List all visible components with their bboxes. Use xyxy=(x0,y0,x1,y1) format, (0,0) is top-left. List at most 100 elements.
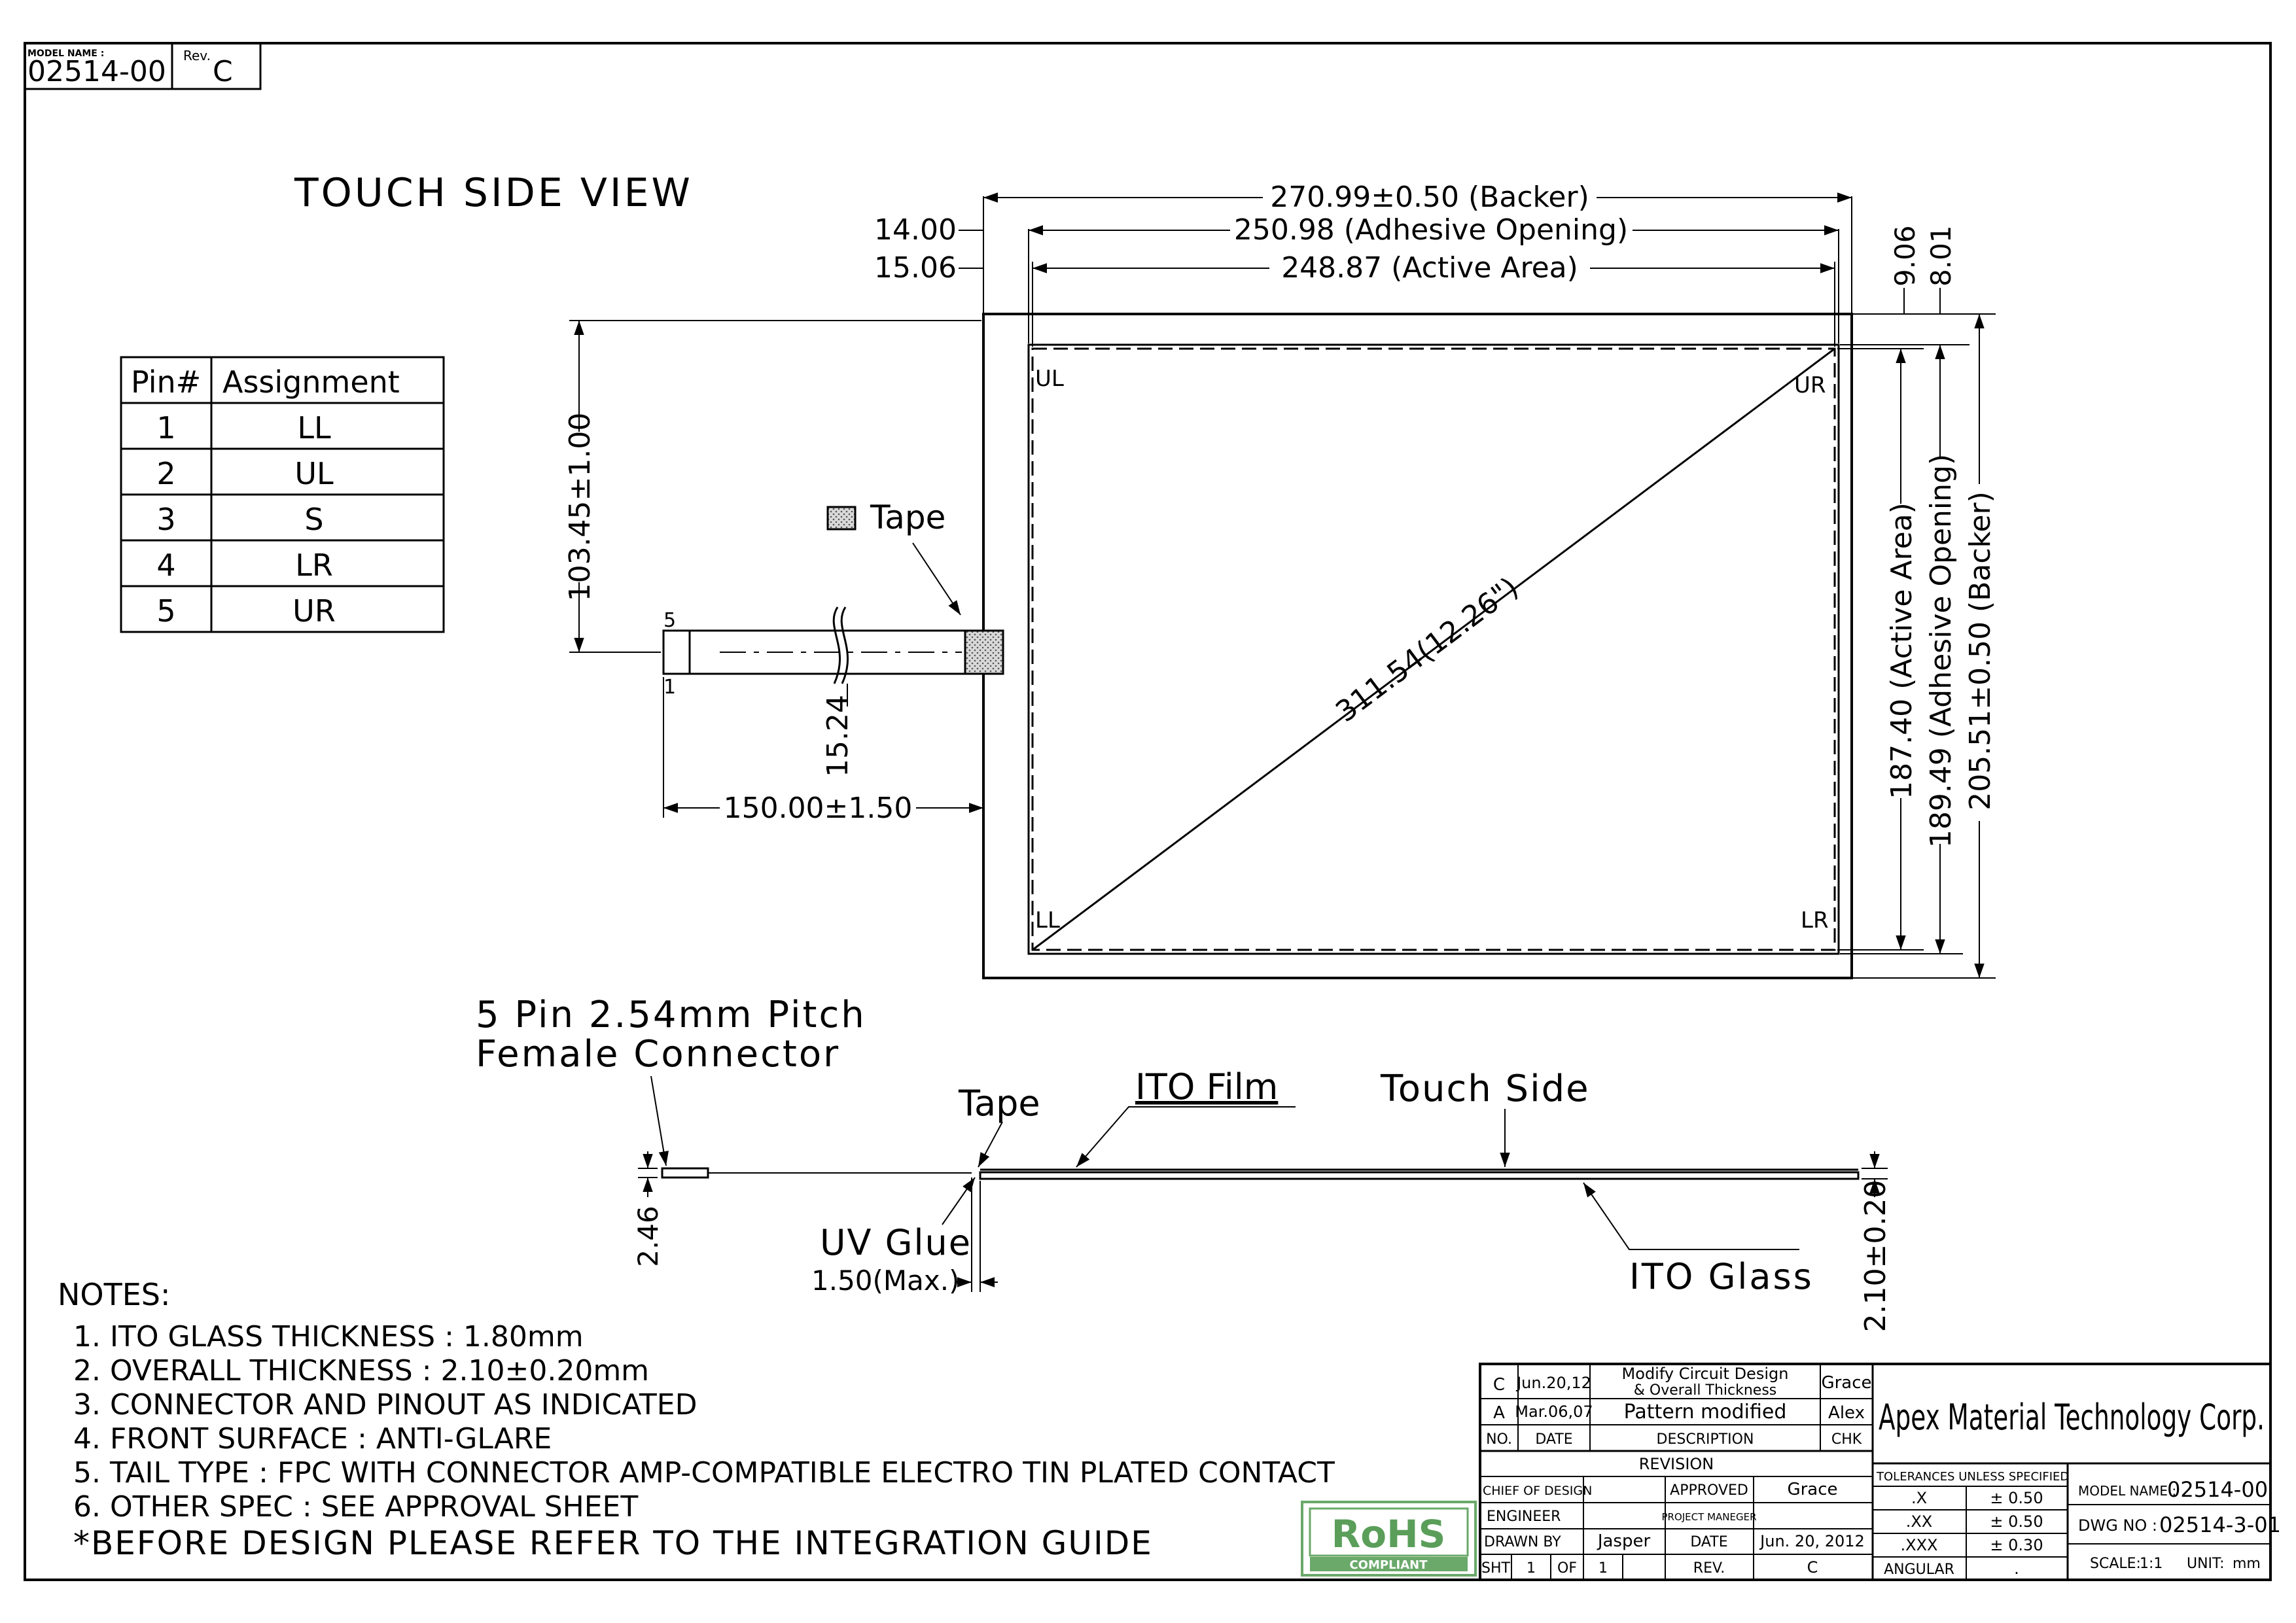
rev-a-desc: Pattern modified xyxy=(1624,1401,1787,1423)
model-rev-box: MODEL NAME : 02514-00 Rev. C xyxy=(24,42,262,90)
connector-label-line2: Female Connector xyxy=(476,1033,840,1075)
top-dimensions: 270.99±0.50 (Backer) 250.98 (Adhesive Op… xyxy=(874,181,1852,347)
dwg-no-label: DWG NO : xyxy=(2078,1516,2157,1535)
tb-model-value: 02514-00 xyxy=(2167,1477,2268,1502)
tape-legend-swatch xyxy=(826,506,857,531)
title-block: C Jun.20,12 Modify Circuit Design & Over… xyxy=(1479,1363,2281,1581)
tolerances-title: TOLERANCES UNLESS SPECIFIED xyxy=(1876,1470,2069,1484)
pin-assignment: LR xyxy=(295,548,333,583)
pin-header: Pin# xyxy=(131,364,201,400)
rev-header-no: NO. xyxy=(1486,1431,1512,1448)
approved-label: APPROVED xyxy=(1670,1482,1748,1499)
adhesive-opening-outline xyxy=(1027,343,1840,955)
drawn-by-label: DRAWN BY xyxy=(1484,1534,1561,1550)
connector-body xyxy=(662,629,691,675)
tail-length-dim: 150.00±1.50 xyxy=(724,792,913,825)
corner-ll: LL xyxy=(1035,907,1060,934)
company-name: Apex Material Technology Corp. xyxy=(1879,1397,2265,1438)
rohs-logo: RoHS COMPLIANT xyxy=(1301,1501,1477,1577)
pin-assignment: LL xyxy=(297,410,331,445)
touch-panel: UL UR LL LR 311.54(12.26") xyxy=(982,313,1853,979)
break-mark xyxy=(832,606,849,684)
sheet-number: 1 xyxy=(1527,1560,1536,1577)
offset-1506-dim: 15.06 xyxy=(874,251,957,285)
rev-c-desc1: Modify Circuit Design xyxy=(1622,1365,1789,1383)
rohs-logo-text: RoHS xyxy=(1332,1512,1446,1556)
notes-title: NOTES: xyxy=(58,1277,170,1312)
note-item: 1. ITO GLASS THICKNESS : 1.80mm xyxy=(73,1320,584,1353)
approved-value: Grace xyxy=(1787,1480,1837,1499)
view-title: TOUCH SIDE VIEW xyxy=(294,170,693,216)
of-label: OF xyxy=(1557,1560,1577,1577)
backer-height-dim: 205.51±0.50 (Backer) xyxy=(1964,491,1997,811)
rev-c-no: C xyxy=(1493,1375,1505,1395)
date-label: DATE xyxy=(1690,1534,1727,1550)
tape-legend-label: Tape xyxy=(870,498,945,536)
adhesive-height-dim: 189.49 (Adhesive Opening) xyxy=(1924,454,1958,848)
ito-film-label: ITO Film xyxy=(1135,1066,1278,1108)
chief-of-design-label: CHIEF OF DESIGN xyxy=(1483,1484,1592,1498)
corner-ur: UR xyxy=(1794,372,1826,398)
corner-lr: LR xyxy=(1801,907,1829,934)
project-manager-label: PROJECT MANEGER xyxy=(1661,1511,1756,1523)
adhesive-width-dim: 250.98 (Adhesive Opening) xyxy=(1234,213,1628,247)
tail-height-dim: 103.45±1.00 xyxy=(563,413,597,602)
right-offset-dimensions: 9.06 8.01 xyxy=(1840,225,1996,345)
offset-801-dim: 8.01 xyxy=(1925,225,1957,287)
drawn-by-value: Jasper xyxy=(1597,1531,1651,1551)
overall-thickness-dim: 2.10±0.20 xyxy=(1859,1180,1892,1333)
side-view: 5 Pin 2.54mm Pitch Female Connector 2.46… xyxy=(476,994,1892,1332)
active-width-dim: 248.87 (Active Area) xyxy=(1281,251,1578,285)
note-item: 3. CONNECTOR AND PINOUT AS INDICATED xyxy=(73,1388,697,1422)
pin-number: 4 xyxy=(156,548,175,583)
pin-number: 5 xyxy=(156,593,175,629)
rev-label: Rev. xyxy=(183,48,211,63)
of-number: 1 xyxy=(1598,1560,1608,1577)
fpc-tail: 5 1 Tape xyxy=(662,498,1004,699)
rev-header-date: DATE xyxy=(1535,1431,1572,1448)
unit-label: UNIT: xyxy=(2187,1556,2224,1572)
side-tape-label: Tape xyxy=(958,1083,1040,1124)
offset-906-dim: 9.06 xyxy=(1889,225,1921,287)
tolerance-value: ± 0.50 xyxy=(1990,1489,2043,1507)
scale-label: SCALE: xyxy=(2090,1556,2141,1572)
tail-dimensions: 103.45±1.00 150.00±1.50 15.24 xyxy=(563,320,984,825)
note-item: *BEFORE DESIGN PLEASE REFER TO THE INTEG… xyxy=(73,1524,1153,1562)
rev-c-desc2: & Overall Thickness xyxy=(1634,1382,1777,1399)
connector-label-line1: 5 Pin 2.54mm Pitch xyxy=(476,994,866,1036)
active-height-dim: 187.40 (Active Area) xyxy=(1885,502,1918,799)
model-value: 02514-00 xyxy=(27,55,166,88)
rev-a-no: A xyxy=(1493,1403,1505,1423)
connector-thickness-dim: 2.46 xyxy=(632,1206,664,1267)
notes: NOTES: 1. ITO GLASS THICKNESS : 1.80mm 2… xyxy=(58,1277,1335,1562)
engineer-label: ENGINEER xyxy=(1487,1509,1561,1525)
tolerance-key: ANGULAR xyxy=(1884,1562,1954,1578)
pin-assignment: UL xyxy=(294,456,334,491)
offset-14-dim: 14.00 xyxy=(874,213,957,247)
tolerance-value: ± 0.50 xyxy=(1990,1512,2043,1531)
model-label: MODEL NAME : xyxy=(27,48,104,59)
tb-model-label: MODEL NAME : xyxy=(2078,1483,2176,1499)
rev-value: C xyxy=(213,55,233,88)
pin-number: 3 xyxy=(156,502,175,537)
tolerance-key: .XX xyxy=(1906,1512,1933,1531)
pin-assignment: S xyxy=(304,502,323,537)
side-connector xyxy=(661,1167,709,1179)
note-item: 5. TAIL TYPE : FPC WITH CONNECTOR AMP-CO… xyxy=(73,1456,1335,1490)
unit-value: mm xyxy=(2233,1556,2261,1572)
rev-header-chk: CHK xyxy=(1831,1431,1862,1448)
backer-width-dim: 270.99±0.50 (Backer) xyxy=(1270,181,1589,214)
pin-table: Pin# Assignment 1 LL 2 UL 3 S 4 LR 5 UR xyxy=(120,356,445,633)
rev-header-desc: DESCRIPTION xyxy=(1657,1431,1754,1448)
pin-number: 2 xyxy=(156,456,175,491)
sheet-label: SHT xyxy=(1481,1560,1511,1577)
tolerance-value: . xyxy=(2014,1560,2019,1578)
glue-max-dim: 1.50(Max.) xyxy=(811,1265,959,1297)
rev-a-date: Mar.06,07 xyxy=(1515,1403,1593,1421)
tail-pin-bottom: 1 xyxy=(663,676,676,699)
pin-assignment: UR xyxy=(292,593,336,629)
rev-a-chk: Alex xyxy=(1828,1403,1865,1423)
rev-c-chk: Grace xyxy=(1821,1373,1871,1393)
tail-pin-top: 5 xyxy=(663,609,676,632)
